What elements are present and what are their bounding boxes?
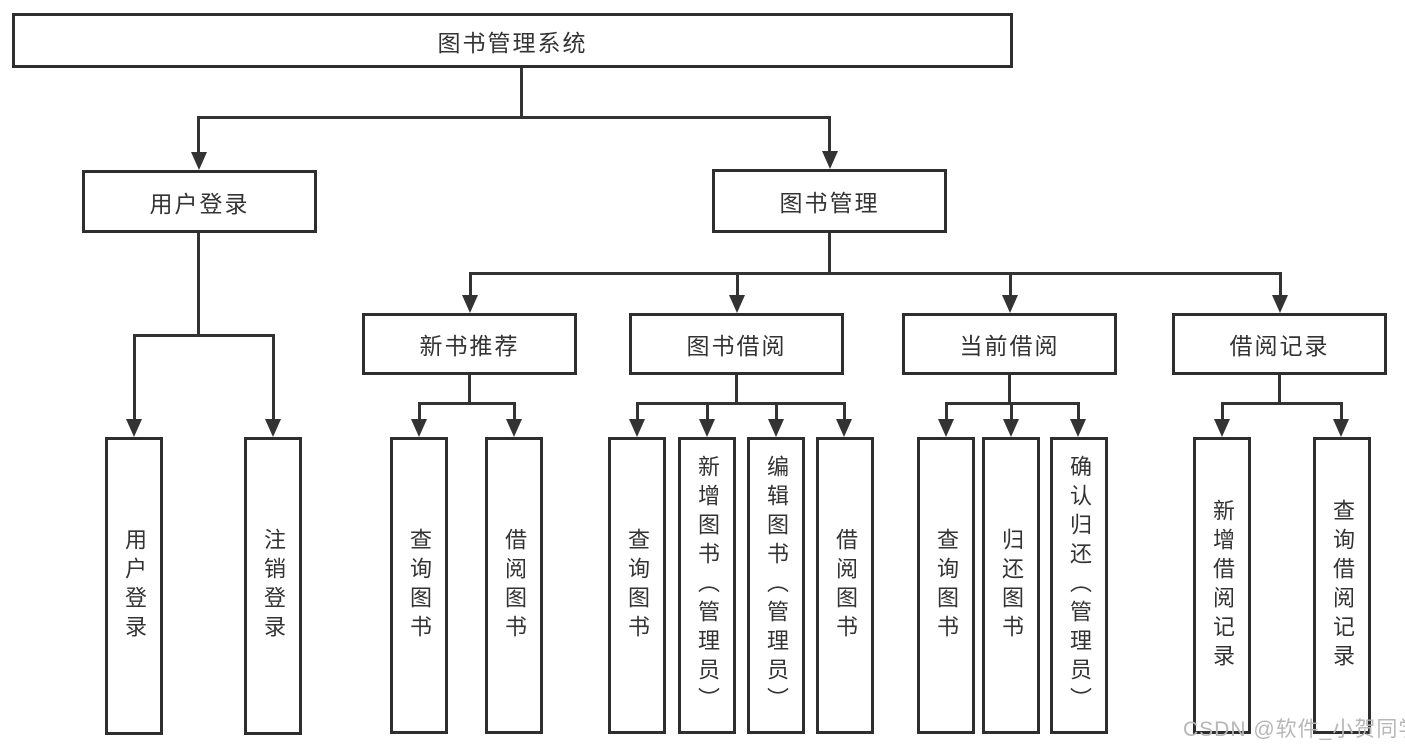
arrowhead-down-icon — [1070, 419, 1086, 437]
node-label: 用户登录 — [122, 528, 147, 644]
arrowhead-down-icon — [1002, 295, 1018, 313]
connector-line — [133, 334, 136, 419]
connector-line — [945, 402, 948, 420]
connector-line — [636, 402, 639, 420]
arrowhead-down-icon — [1214, 419, 1230, 437]
connector-line — [828, 116, 831, 153]
leaf-edit-book-admin: 编辑图书（管理员） — [747, 437, 805, 734]
connector-line — [418, 402, 515, 405]
arrowhead-down-icon — [506, 419, 522, 437]
connector-line — [706, 402, 709, 420]
connector-line — [843, 402, 846, 420]
leaf-return-books: 归还图书 — [982, 437, 1040, 734]
connector-line — [1009, 272, 1012, 295]
node-book-borrow: 图书借阅 — [629, 313, 844, 375]
node-label: 借阅记录 — [1229, 333, 1330, 359]
connector-line — [1077, 402, 1080, 420]
connector-line — [1221, 402, 1343, 405]
leaf-query-books-borrow: 查询图书 — [608, 437, 666, 734]
node-label: 图书借阅 — [686, 333, 787, 359]
node-label: 新增借阅记录 — [1210, 498, 1235, 673]
node-label: 图书管理 — [779, 190, 880, 216]
connector-line — [735, 375, 738, 404]
connector-line — [272, 334, 275, 419]
arrowhead-down-icon — [938, 419, 954, 437]
node-label: 借阅图书 — [502, 527, 527, 644]
node-new-book-recommend: 新书推荐 — [362, 313, 577, 375]
node-label: 归还图书 — [999, 527, 1024, 644]
connector-line — [197, 116, 831, 119]
leaf-query-borrow-record: 查询借阅记录 — [1313, 437, 1371, 734]
connector-line — [1010, 402, 1013, 420]
node-book-management: 图书管理 — [712, 169, 947, 233]
node-label: 用户登录 — [149, 190, 250, 217]
node-label: 图书管理系统 — [437, 29, 588, 56]
arrowhead-down-icon — [836, 419, 852, 437]
connector-line — [469, 272, 472, 295]
arrowhead-down-icon — [462, 295, 478, 313]
connector-line — [418, 402, 421, 420]
arrowhead-down-icon — [1003, 419, 1019, 437]
arrowhead-down-icon — [629, 419, 645, 437]
watermark-text: CSDN @软件_小贺同学 — [1183, 718, 1405, 741]
leaf-query-books-current: 查询图书 — [917, 437, 975, 734]
arrowhead-down-icon — [411, 419, 427, 437]
node-label: 当前借阅 — [959, 333, 1060, 359]
connector-line — [828, 233, 831, 274]
node-current-borrow: 当前借阅 — [902, 313, 1117, 375]
arrowhead-down-icon — [822, 151, 838, 169]
leaf-add-borrow-record: 新增借阅记录 — [1193, 437, 1251, 734]
connector-line — [468, 375, 471, 404]
leaf-logout: 注销登录 — [244, 437, 302, 735]
leaf-add-book-admin: 新增图书（管理员） — [678, 437, 736, 734]
arrowhead-down-icon — [126, 419, 142, 437]
node-label: 借阅图书 — [833, 527, 858, 644]
connector-line — [133, 334, 275, 337]
connector-line — [736, 272, 739, 295]
node-label: 注销登录 — [261, 528, 286, 644]
leaf-user-login: 用户登录 — [105, 437, 163, 735]
connector-line — [636, 402, 846, 405]
node-label: 查询图书 — [625, 527, 650, 644]
node-label: 确认归还（管理员） — [1067, 455, 1092, 716]
connector-line — [1340, 402, 1343, 420]
node-borrow-records: 借阅记录 — [1172, 313, 1387, 375]
arrowhead-down-icon — [699, 419, 715, 437]
leaf-borrow-books: 借阅图书 — [816, 437, 874, 734]
node-label: 查询图书 — [407, 527, 432, 644]
arrowhead-down-icon — [1333, 419, 1349, 437]
arrowhead-down-icon — [265, 419, 281, 437]
connector-line — [197, 233, 200, 336]
connector-line — [1221, 402, 1224, 420]
node-user-login: 用户登录 — [82, 170, 317, 233]
leaf-borrow-books-recommend: 借阅图书 — [485, 437, 543, 734]
connector-line — [197, 116, 200, 153]
arrowhead-down-icon — [729, 295, 745, 313]
node-label: 查询借阅记录 — [1330, 498, 1355, 673]
node-label: 新书推荐 — [419, 333, 520, 359]
leaf-confirm-return-admin: 确认归还（管理员） — [1050, 437, 1108, 734]
arrowhead-down-icon — [768, 419, 784, 437]
leaf-query-books-recommend: 查询图书 — [390, 437, 448, 734]
connector-line — [1008, 375, 1011, 404]
connector-line — [513, 402, 516, 420]
connector-line — [1278, 375, 1281, 404]
connector-line — [520, 68, 523, 118]
node-label: 编辑图书（管理员） — [764, 455, 789, 716]
connector-line — [469, 272, 1281, 275]
node-library-management-system: 图书管理系统 — [12, 13, 1013, 68]
arrowhead-down-icon — [191, 152, 207, 170]
node-label: 查询图书 — [934, 527, 959, 644]
connector-line — [1279, 272, 1282, 295]
connector-line — [775, 402, 778, 420]
arrowhead-down-icon — [1272, 295, 1288, 313]
node-label: 新增图书（管理员） — [695, 455, 720, 716]
